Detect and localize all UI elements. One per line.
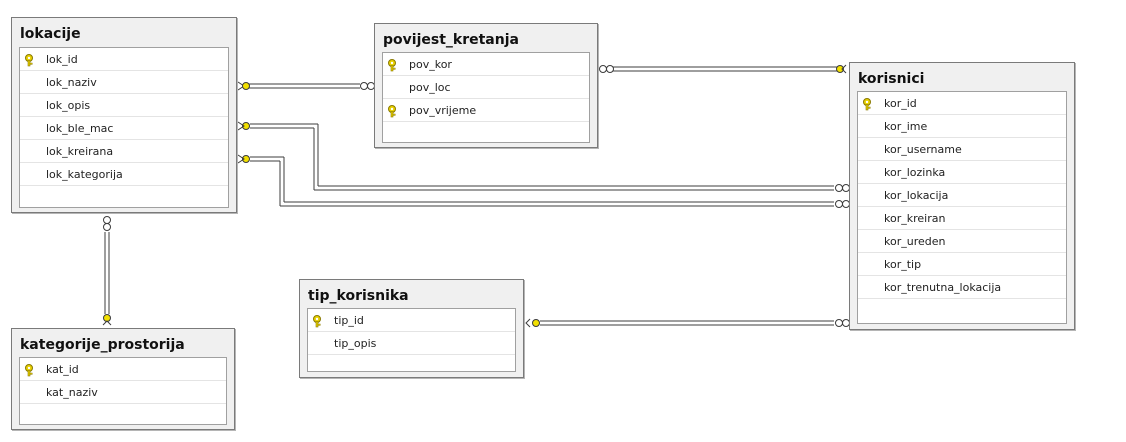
column-row[interactable]: lok_kategorija: [20, 163, 228, 186]
table-title: tip_korisnika: [308, 288, 409, 304]
column-row[interactable]: pov_kor: [383, 53, 589, 76]
column-name: tip_id: [334, 314, 364, 327]
column-name: kor_lozinka: [884, 166, 946, 179]
column-row[interactable]: kor_tip: [858, 253, 1066, 276]
column-name: lok_kategorija: [46, 168, 123, 181]
column-row[interactable]: kor_lozinka: [858, 161, 1066, 184]
relation-povijest-korisnici[interactable]: [599, 64, 847, 74]
relation-lokacije-kategorije[interactable]: [102, 216, 112, 326]
column-row[interactable]: kor_ureden: [858, 230, 1066, 253]
column-name: kat_naziv: [46, 386, 98, 399]
table-title: korisnici: [858, 71, 925, 87]
table-kategorije-prostorija[interactable]: kategorije_prostorija kat_id kat_naziv: [11, 328, 235, 430]
table-lokacije[interactable]: lokacije lok_id lok_naziv lok_opis lok_ble_…: [11, 17, 237, 213]
column-row[interactable]: kor_kreiran: [858, 207, 1066, 230]
column-name: lok_opis: [46, 99, 91, 112]
primary-key-icon: [312, 313, 326, 328]
column-row[interactable]: kor_trenutna_lokacija: [858, 276, 1066, 299]
table-title: kategorije_prostorija: [20, 337, 185, 353]
column-row[interactable]: lok_naziv: [20, 71, 228, 94]
relation-lokacije-korisnici-1[interactable]: [237, 121, 850, 192]
table-povijest-kretanja[interactable]: povijest_kretanja pov_kor pov_loc pov_vrij…: [374, 23, 598, 148]
relation-tip-korisnici[interactable]: [525, 318, 850, 328]
table-korisnici[interactable]: korisnici kor_id kor_ime kor_username kor_l…: [849, 62, 1075, 330]
primary-key-icon: [387, 103, 401, 118]
column-row[interactable]: lok_ble_mac: [20, 117, 228, 140]
relation-lokacije-korisnici-2[interactable]: [237, 154, 850, 208]
column-row[interactable]: kat_naziv: [20, 381, 226, 404]
table-title: lokacije: [20, 26, 81, 42]
column-row[interactable]: pov_loc: [383, 76, 589, 99]
column-row[interactable]: kor_lokacija: [858, 184, 1066, 207]
column-name: pov_kor: [409, 58, 452, 71]
column-name: lok_id: [46, 53, 78, 66]
column-name: kor_ureden: [884, 235, 946, 248]
column-row[interactable]: tip_opis: [308, 332, 515, 355]
column-row[interactable]: tip_id: [308, 309, 515, 332]
column-name: lok_kreirana: [46, 145, 114, 158]
column-name: kor_kreiran: [884, 212, 946, 225]
column-list: kor_id kor_ime kor_username kor_lozinka kor_…: [857, 91, 1067, 324]
column-list: tip_id tip_opis: [307, 308, 516, 372]
table-title: povijest_kretanja: [383, 32, 519, 48]
column-list: lok_id lok_naziv lok_opis lok_ble_mac lok_kr…: [19, 47, 229, 208]
column-row[interactable]: kor_ime: [858, 115, 1066, 138]
column-name: kor_id: [884, 97, 917, 110]
column-name: lok_ble_mac: [46, 122, 114, 135]
column-name: lok_naziv: [46, 76, 97, 89]
column-row[interactable]: kat_id: [20, 358, 226, 381]
primary-key-icon: [24, 362, 38, 377]
column-name: kor_tip: [884, 258, 922, 271]
column-name: kor_trenutna_lokacija: [884, 281, 1002, 294]
column-name: pov_loc: [409, 81, 451, 94]
column-row[interactable]: lok_id: [20, 48, 228, 71]
column-row[interactable]: lok_opis: [20, 94, 228, 117]
column-list: pov_kor pov_loc pov_vrijeme: [382, 52, 590, 143]
column-row[interactable]: kor_id: [858, 92, 1066, 115]
column-name: kor_ime: [884, 120, 928, 133]
column-list: kat_id kat_naziv: [19, 357, 227, 425]
column-name: kor_username: [884, 143, 962, 156]
column-name: kat_id: [46, 363, 79, 376]
column-row[interactable]: pov_vrijeme: [383, 99, 589, 122]
column-name: tip_opis: [334, 337, 377, 350]
table-tip-korisnika[interactable]: tip_korisnika tip_id tip_opis: [299, 279, 524, 378]
column-name: kor_lokacija: [884, 189, 949, 202]
primary-key-icon: [24, 52, 38, 67]
primary-key-icon: [862, 96, 876, 111]
column-row[interactable]: lok_kreirana: [20, 140, 228, 163]
column-row[interactable]: kor_username: [858, 138, 1066, 161]
column-name: pov_vrijeme: [409, 104, 477, 117]
primary-key-icon: [387, 57, 401, 72]
relation-lokacije-povijest[interactable]: [237, 81, 375, 91]
